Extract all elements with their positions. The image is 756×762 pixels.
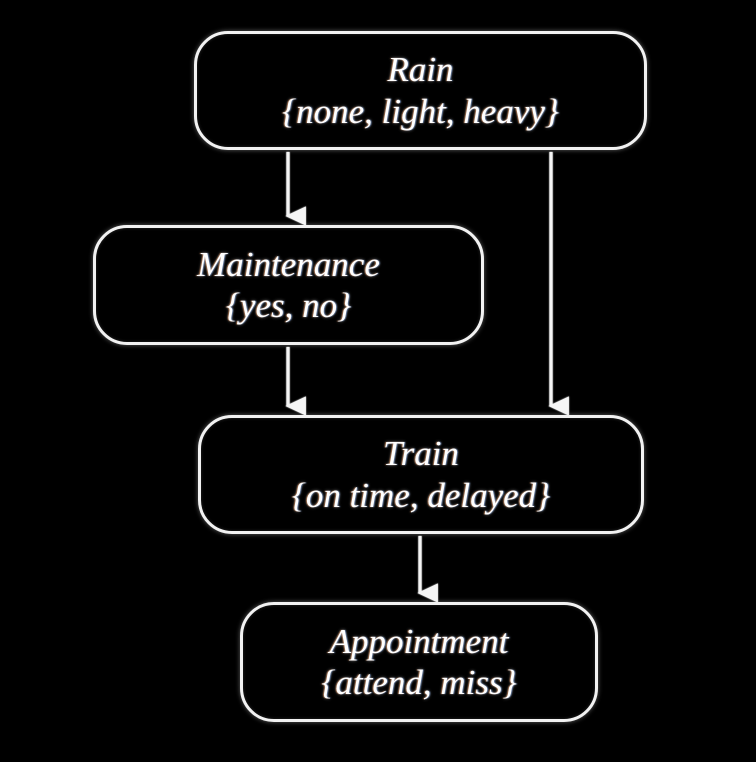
node-appointment-states: {attend, miss}	[321, 663, 517, 702]
node-rain[interactable]: Rain {none, light, heavy}	[194, 31, 647, 150]
node-maintenance-states: {yes, no}	[225, 286, 352, 325]
node-appointment-label: Appointment	[329, 621, 509, 661]
node-rain-states: {none, light, heavy}	[282, 91, 559, 131]
node-rain-label: Rain	[387, 50, 454, 90]
node-train-label: Train	[383, 434, 459, 474]
node-maintenance-label: Maintenance	[197, 244, 380, 284]
node-appointment[interactable]: Appointment {attend, miss}	[240, 602, 598, 722]
node-train-states: {on time, delayed}	[291, 475, 551, 515]
node-train[interactable]: Train {on time, delayed}	[198, 415, 644, 534]
node-maintenance[interactable]: Maintenance {yes, no}	[93, 225, 484, 345]
